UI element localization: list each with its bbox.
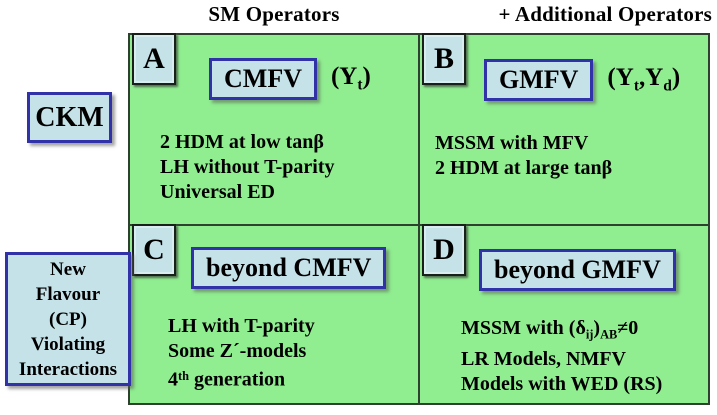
- model-line: 2 HDM at large tanβ: [435, 157, 613, 179]
- quadrant-b-title-row: GMFV (Yt,Yd): [484, 59, 680, 101]
- nfv-line: Interactions: [18, 358, 118, 380]
- new-flavour-violating-interactions-box: New Flavour (CP) Violating Interactions: [5, 252, 131, 386]
- nfv-line: Violating: [30, 333, 106, 355]
- quadrant-d-badge: D: [422, 224, 466, 276]
- quadrant-d-title-box: beyond GMFV: [479, 249, 676, 291]
- model-line: 4th generation: [168, 368, 286, 391]
- quadrant-d-model-list: MSSM with (δij)AB≠0 LR Models, NMFV Mode…: [461, 316, 662, 397]
- model-line: LR Models, NMFV: [461, 348, 626, 371]
- ckm-label-box: CKM: [27, 92, 112, 143]
- quadrant-b-model-list: MSSM with MFV 2 HDM at large tanβ: [435, 131, 612, 181]
- quadrant-a-model-list: 2 HDM at low tanβ LH without T-parity Un…: [160, 130, 334, 205]
- model-line: Universal ED: [160, 181, 275, 203]
- quadrant-b-title-box: GMFV: [484, 59, 594, 101]
- quadrant-d-title-row: beyond GMFV: [479, 249, 676, 291]
- model-line: Models with WED (RS): [461, 373, 663, 396]
- model-line: MSSM with MFV: [435, 132, 589, 154]
- model-line: MSSM with (δij)AB≠0: [461, 317, 639, 342]
- quadrant-a-title-box: CMFV: [209, 58, 317, 100]
- column-header-sm-operators: SM Operators: [208, 2, 340, 26]
- model-line: LH without T-parity: [160, 156, 335, 178]
- model-line: 2 HDM at low tanβ: [160, 131, 324, 153]
- quadrant-b-badge: B: [422, 33, 466, 85]
- quadrant-d: D beyond GMFV MSSM with (δij)AB≠0 LR Mod…: [420, 224, 708, 403]
- quadrant-grid: A CMFV (Yt) 2 HDM at low tanβ LH without…: [128, 33, 710, 405]
- quadrant-c-model-list: LH with T-parity Some Z´-models 4th gene…: [168, 314, 315, 393]
- ckm-label: CKM: [35, 101, 104, 133]
- quadrant-c-title-box: beyond CMFV: [191, 247, 387, 289]
- quadrant-c-title-row: beyond CMFV: [191, 247, 387, 289]
- column-header-additional-operators: + Additional Operators: [498, 2, 712, 26]
- quadrant-a-badge: A: [132, 33, 176, 85]
- quadrant-a: A CMFV (Yt) 2 HDM at low tanβ LH without…: [130, 33, 420, 226]
- quadrant-c-badge: C: [132, 224, 176, 276]
- model-line: LH with T-parity: [168, 315, 315, 337]
- quadrant-b-yukawa-suffix: (Yt,Yd): [607, 64, 681, 95]
- nfv-line: Flavour: [35, 283, 101, 305]
- quadrant-a-title-row: CMFV (Yt): [209, 58, 371, 100]
- quadrant-a-yukawa-suffix: (Yt): [330, 63, 371, 94]
- quadrant-c: C beyond CMFV LH with T-parity Some Z´-m…: [130, 224, 420, 403]
- model-line: Some Z´-models: [168, 340, 307, 362]
- nfv-line: New: [50, 258, 86, 280]
- nfv-line: (CP): [49, 308, 87, 330]
- quadrant-b: B GMFV (Yt,Yd) MSSM with MFV 2 HDM at la…: [420, 33, 708, 226]
